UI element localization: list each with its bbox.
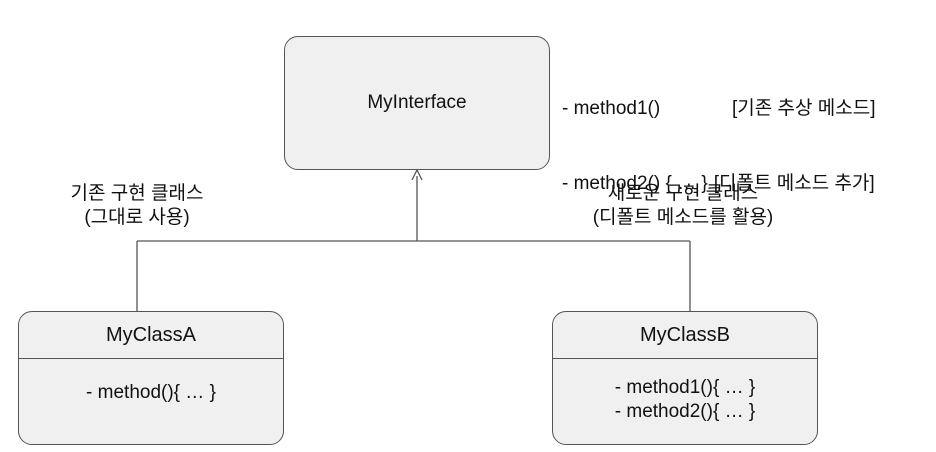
left-label: 기존 구현 클래스 (그대로 사용) — [70, 182, 204, 230]
arrowhead-icon — [411, 168, 423, 181]
class-b-name: MyClassB — [639, 323, 730, 346]
note-signature-2: - method2() { … } — [562, 173, 708, 194]
note-tag-1: [기존 추상 메소드] — [732, 98, 876, 119]
class-a-header: MyClassA — [19, 312, 283, 359]
interface-name: MyInterface — [367, 92, 467, 113]
left-label-line2: (그대로 사용) — [84, 207, 190, 228]
class-a-name: MyClassA — [105, 323, 196, 346]
class-b-method-2: - method2(){ … } — [614, 401, 756, 422]
right-label-line2: (디폴트 메소드를 활용) — [592, 207, 774, 228]
note-signature-1: - method1() — [562, 98, 661, 119]
right-label: 새로운 구현 클래스 (디폴트 메소드를 활용) — [560, 182, 806, 230]
note-line-1: - method1() [기존 추상 메소드] — [562, 96, 875, 121]
note-line-2: - method2() { … } [디폴트 메소드 추가] — [562, 171, 875, 196]
class-a-method: - method(){ … } — [86, 382, 216, 403]
note-tag-2: [디폴트 메소드 추가] — [713, 173, 875, 194]
class-b-method-1: - method1(){ … } — [614, 377, 756, 398]
class-b-box: MyClassB - method1(){ … } - method2(){ …… — [552, 311, 818, 445]
class-a-box: MyClassA - method(){ … } — [18, 311, 284, 445]
interface-box: MyInterface — [284, 36, 550, 170]
class-b-methods: - method1(){ … } - method2(){ … } — [553, 359, 817, 433]
method-note: - method1() [기존 추상 메소드] - method2() { … … — [562, 46, 875, 221]
left-label-line1: 기존 구현 클래스 — [70, 183, 204, 204]
right-label-line1: 새로운 구현 클래스 — [607, 183, 759, 204]
class-b-header: MyClassB — [553, 312, 817, 359]
class-a-methods: - method(){ … } — [19, 359, 283, 419]
